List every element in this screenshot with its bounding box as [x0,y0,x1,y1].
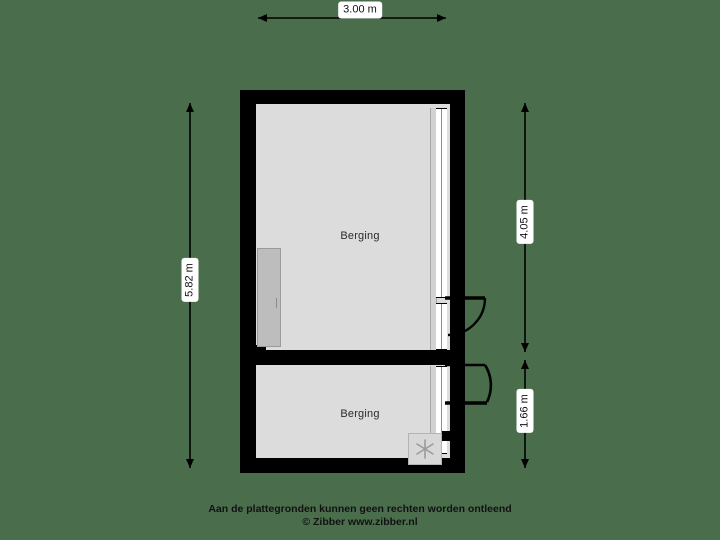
appliance-unit [408,433,442,465]
dimension-label-right-bottom: 1.66 m [516,389,534,433]
footer-disclaimer: Aan de plattegronden kunnen geen rechten… [0,503,720,529]
window-right-upper-b [436,303,447,350]
wall-notch [256,345,266,353]
room-upper-floor [256,104,450,350]
cabinet-fixture [257,248,281,347]
appliance-wall-notch [442,431,451,441]
floorplan-drawing: Berging Berging [240,90,493,473]
room-label-lower: Berging [340,408,380,420]
door-upper-right [445,295,505,355]
dimension-label-top: 3.00 m [338,1,382,19]
room-label-upper: Berging [340,230,380,242]
door-lower-right [445,362,505,422]
footer-line-1: Aan de plattegronden kunnen geen rechten… [208,503,512,515]
footer-line-2: © Zibber www.zibber.nl [302,516,418,528]
window-right-upper-a [436,108,447,298]
vent-asterisk-icon [416,439,434,459]
